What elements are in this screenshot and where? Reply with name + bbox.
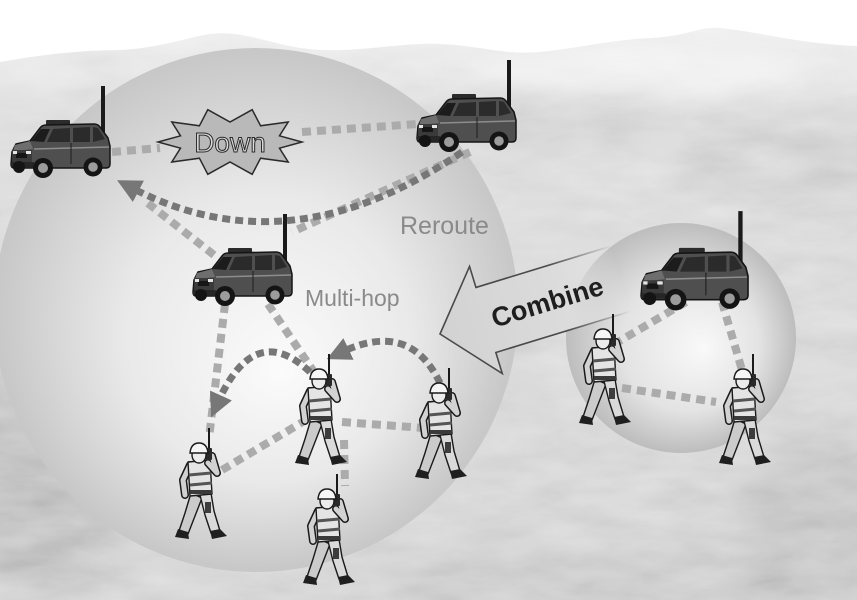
- link-responder-to-responder: [340, 439, 349, 487]
- link-failure-to-vehicle: [301, 120, 419, 136]
- radio-links: [111, 120, 746, 487]
- link-responder-to-responder: [219, 416, 309, 474]
- link-responder-to-responder: [341, 418, 425, 432]
- starburst-icon: [155, 108, 305, 176]
- combine-arrow: Combine: [438, 244, 633, 376]
- arrow-left-icon: [438, 244, 633, 376]
- multi-hop-arrow: [210, 348, 313, 418]
- link-vehicle-to-responder: [615, 298, 689, 346]
- down-label: Down: [194, 127, 266, 158]
- reroute-arrow: [117, 149, 464, 226]
- link-failure: Down: [155, 108, 305, 176]
- multi-hop-arrow: [326, 337, 444, 385]
- reroute-label: Reroute: [400, 212, 489, 240]
- link-vehicle-to-failure: [111, 144, 161, 156]
- link-responder-to-responder: [621, 384, 717, 406]
- multi-hop-label: Multi-hop: [305, 285, 400, 311]
- route-arrows: [117, 149, 464, 418]
- link-vehicle-to-responder: [718, 300, 746, 372]
- mesh-zone-large: [0, 48, 518, 572]
- link-vehicle-to-vehicle: [290, 148, 472, 236]
